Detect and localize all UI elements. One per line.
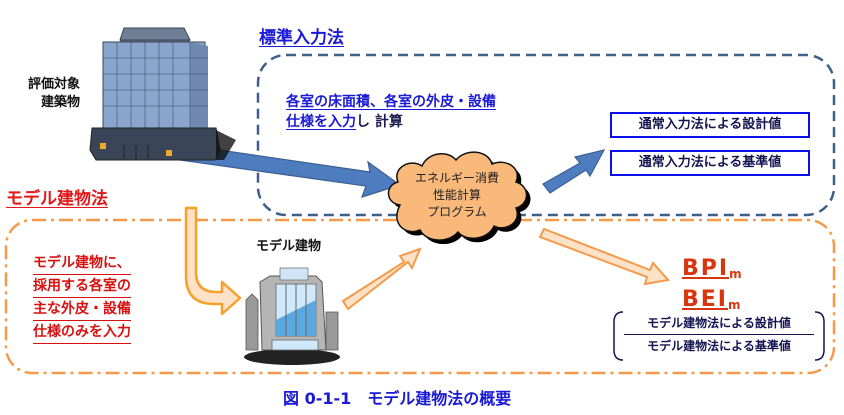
model-description-line: 主な外皮・設備 xyxy=(33,298,131,321)
program-cloud xyxy=(387,151,531,245)
left-bracket xyxy=(613,311,624,361)
figure-caption: 図 0-1-1 モデル建物法の概要 xyxy=(283,389,512,408)
target-building-label-line2: 建築物 xyxy=(40,95,80,110)
program-cloud-line3: プログラム xyxy=(427,205,487,219)
office-building-icon xyxy=(89,27,236,161)
bei-main: BEI xyxy=(682,287,728,312)
standard-reference-value-box: 通常入力法による基準値 xyxy=(610,150,810,176)
model-results: モデル建物法による設計値 モデル建物法による基準値 xyxy=(624,312,814,357)
model-method-title: モデル建物法 xyxy=(6,189,108,209)
target-building-label: 評価対象 建築物 xyxy=(14,76,80,112)
arrow-program-to-standard-results xyxy=(542,149,606,194)
arrow-program-to-indices xyxy=(538,227,670,286)
arrow-model-building-to-program xyxy=(341,247,422,311)
standard-description-line1: 各室の床面積、各室の外皮・設備 xyxy=(286,94,496,110)
model-building-icon xyxy=(244,267,340,365)
bei-sub: m xyxy=(727,298,741,312)
model-building-label: モデル建物 xyxy=(256,239,322,254)
right-bracket xyxy=(814,311,825,361)
model-description-line: モデル建物に、 xyxy=(33,252,131,275)
bpi-main: BPI xyxy=(682,256,730,281)
target-building-label-line1: 評価対象 xyxy=(27,77,80,92)
bpi-sub: m xyxy=(729,267,742,281)
model-reference-value: モデル建物法による基準値 xyxy=(647,339,791,353)
bpi-index: BPIm xyxy=(682,256,742,287)
arrow-model-method-to-building xyxy=(184,206,242,316)
standard-description-line2-underlined: 仕様を入力 xyxy=(286,114,356,130)
standard-design-value-box: 通常入力法による設計値 xyxy=(610,112,810,138)
standard-description-line2-rest: し 計算 xyxy=(356,114,403,130)
program-cloud-line2: 性能計算 xyxy=(432,188,481,202)
model-description-line: 採用する各室の xyxy=(33,275,131,298)
model-design-value: モデル建物法による設計値 xyxy=(624,312,814,335)
standard-method-title: 標準入力法 xyxy=(259,28,344,48)
model-indices: BPIm BEIm xyxy=(682,256,742,318)
program-cloud-line1: エネルギー消費 xyxy=(414,171,499,185)
standard-method-box xyxy=(256,53,836,217)
standard-method-description: 各室の床面積、各室の外皮・設備 仕様を入力し 計算 xyxy=(286,92,496,132)
model-method-description: モデル建物に、 採用する各室の 主な外皮・設備 仕様のみを入力 xyxy=(33,252,131,344)
program-cloud-label: エネルギー消費 性能計算 プログラム xyxy=(402,170,512,221)
arrow-building-to-program xyxy=(179,144,402,198)
bei-index: BEIm xyxy=(682,287,742,318)
model-description-line: 仕様のみを入力 xyxy=(33,321,131,344)
